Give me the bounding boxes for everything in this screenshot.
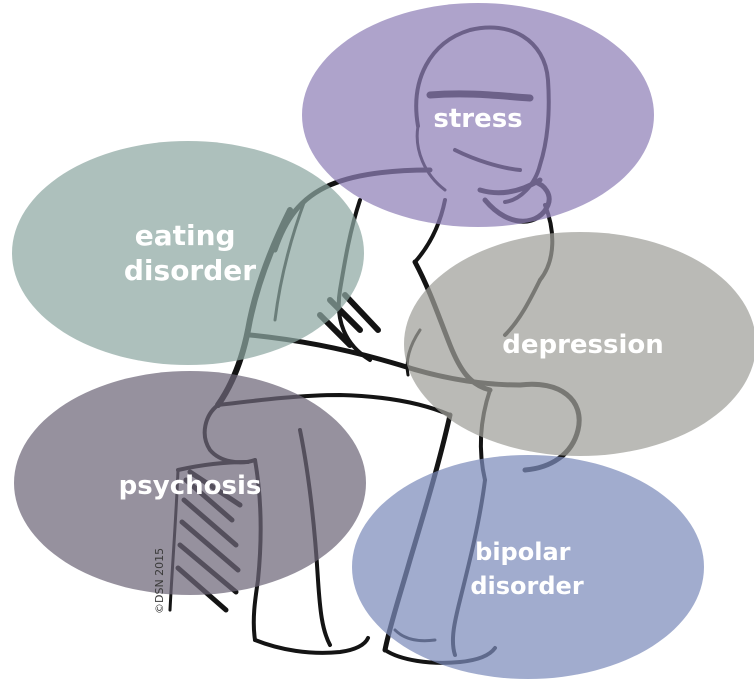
label-psychosis: psychosis xyxy=(119,471,262,501)
bubble-eating-disorder xyxy=(12,141,364,365)
label-depression: depression xyxy=(502,330,664,360)
label-stress: stress xyxy=(433,104,522,134)
copyright-credit: ©DSN 2015 xyxy=(153,548,166,614)
bubble-bipolar-disorder xyxy=(352,455,704,679)
